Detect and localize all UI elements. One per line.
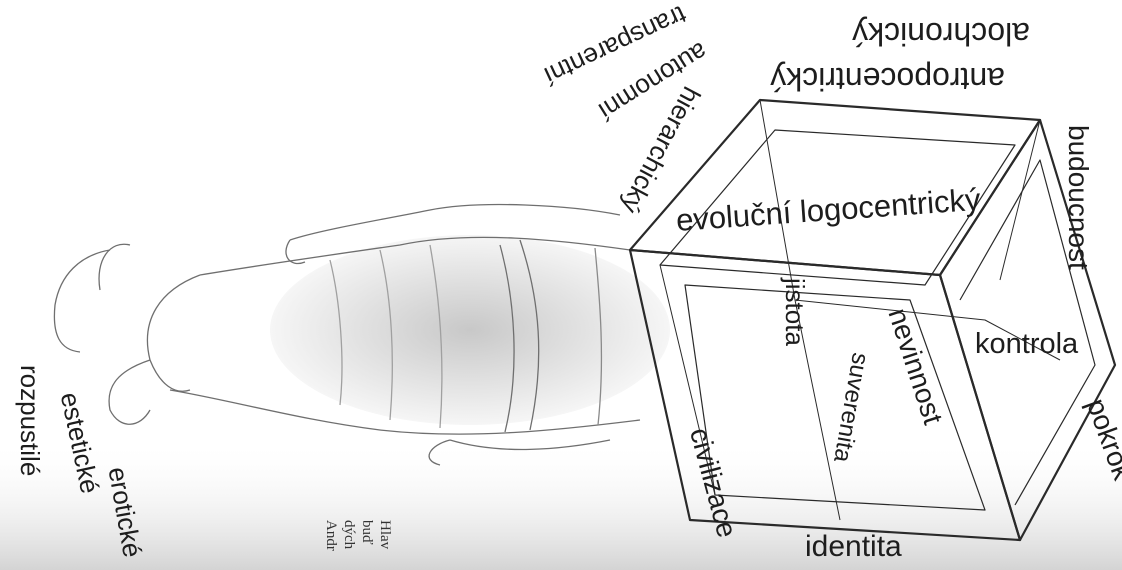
paragraph-line-3: dých: [340, 520, 357, 549]
label-identita: identita: [805, 532, 902, 562]
label-alochronicky: alochronický: [852, 18, 1030, 50]
label-antropocentricky: antropocentrický: [770, 63, 1005, 95]
figure-sketch: [54, 205, 670, 465]
paragraph-line-1: Hlav: [376, 520, 393, 549]
label-jistota: jistota: [782, 278, 808, 346]
label-kontrola: kontrola: [975, 330, 1078, 359]
paragraph-line-2: buď: [358, 520, 375, 545]
bottom-fade: [0, 440, 1122, 570]
paragraph-line-4: Andr: [322, 520, 339, 551]
label-rozpustile: rozpustilé: [17, 365, 43, 476]
label-budoucnost: budoucnost: [1064, 125, 1092, 270]
